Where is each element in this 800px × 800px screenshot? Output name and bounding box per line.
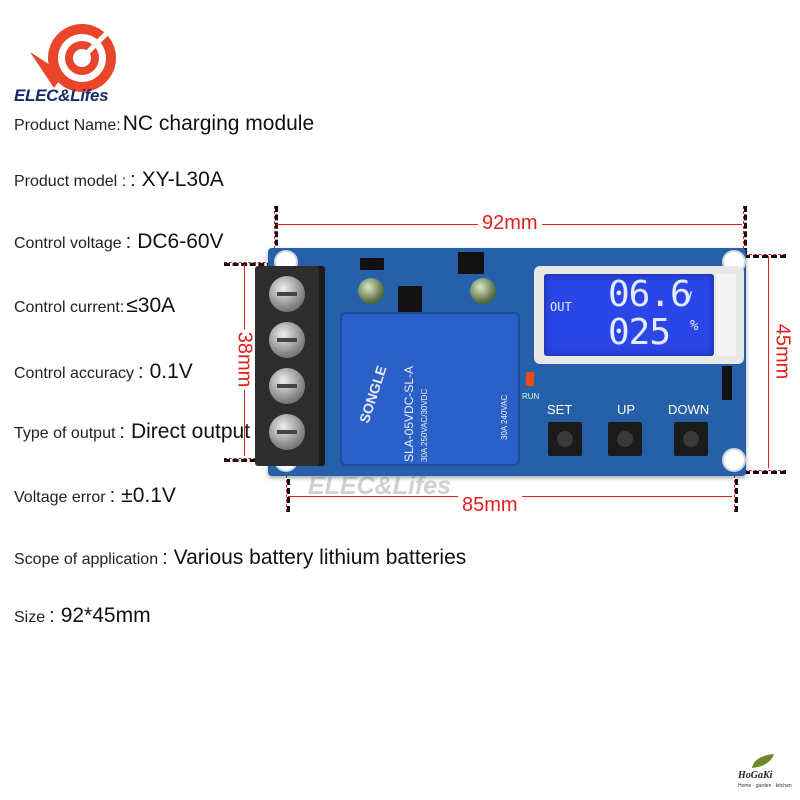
- lcd-voltage-unit: V: [684, 290, 693, 306]
- spec-voltage-error: Voltage error : ±0.1V: [14, 484, 176, 508]
- dim-guide-top-right: [744, 254, 786, 258]
- relay-model: SLA-05VDC-SL-A: [402, 365, 416, 462]
- spec-value: DC6-60V: [137, 230, 224, 253]
- spec-control-voltage: Control voltage : DC6-60V: [14, 230, 224, 254]
- dim-line-right: [768, 256, 769, 468]
- spec-separator: :: [125, 231, 132, 253]
- lcd-percent-unit: %: [690, 318, 699, 334]
- mount-hole: [722, 448, 746, 472]
- brand-logo: [30, 22, 118, 92]
- spec-label: Product Name:: [14, 117, 121, 134]
- spec-label: Control voltage: [14, 235, 122, 252]
- dim-guide-bottom-right-v: [734, 470, 738, 512]
- spec-value: 92*45mm: [60, 604, 151, 627]
- screw-terminal: [255, 266, 325, 466]
- relay-rating-alt: 30A 240VAC: [500, 394, 509, 440]
- set-label: SET: [547, 402, 573, 417]
- watermark: ELEC&Lifes: [308, 472, 452, 500]
- spec-value: Direct output: [130, 420, 251, 443]
- spec-separator: :: [109, 485, 116, 507]
- lcd-connector: [716, 274, 736, 356]
- spec-label: Scope of application: [14, 551, 159, 568]
- brand-name: ELEC&Lifes: [14, 86, 109, 105]
- lcd-percent: 025: [608, 312, 671, 353]
- spec-label: Control current:: [14, 299, 125, 316]
- capacitor: [470, 278, 496, 304]
- dim-height-left: 38mm: [232, 329, 256, 390]
- shop-tagline: Home · garden · kitchen: [738, 783, 792, 789]
- terminal-screw: [269, 322, 305, 358]
- regulator-chip: [398, 286, 422, 312]
- spec-separator: :: [162, 547, 168, 569]
- spec-label: Voltage error: [14, 489, 106, 506]
- spec-value: 0.1V: [149, 360, 193, 383]
- ic-chip: [458, 252, 484, 274]
- spec-separator: :: [119, 421, 125, 443]
- spec-control-accuracy: Control accuracy : 0.1V: [14, 360, 193, 384]
- down-button[interactable]: [674, 422, 708, 456]
- dim-height-right: 45mm: [770, 321, 794, 382]
- spec-separator: :: [130, 169, 136, 191]
- smd-component: [360, 258, 384, 270]
- spec-size: Size : 92*45mm: [14, 604, 151, 628]
- dim-width-top: 92mm: [478, 212, 542, 235]
- spec-output-type: Type of output : Direct output: [14, 420, 250, 444]
- relay-rating: 30A 250VAC/30VDC: [420, 388, 429, 462]
- spec-control-current: Control current: ≤30A: [14, 294, 175, 318]
- spec-product-model: Product model : : XY-L30A: [14, 168, 224, 192]
- lcd-display: OUT 06.6 V 025 %: [544, 274, 714, 356]
- lcd-voltage: 06.6: [608, 274, 692, 315]
- dim-guide-left: [274, 206, 278, 254]
- spec-value: XY-L30A: [141, 168, 224, 191]
- spec-label: Type of output: [14, 425, 116, 442]
- up-label: UP: [617, 402, 636, 417]
- dim-guide-bottom-right: [744, 470, 786, 474]
- set-button[interactable]: [548, 422, 582, 456]
- spec-value: ±0.1V: [121, 484, 176, 507]
- spec-scope: Scope of application : Various battery l…: [14, 546, 466, 570]
- spec-label: Control accuracy: [14, 365, 135, 382]
- spec-separator: :: [138, 361, 144, 383]
- pin-header: [722, 366, 732, 400]
- spec-separator: :: [49, 605, 55, 627]
- spec-value: Various battery lithium batteries: [173, 546, 467, 569]
- terminal-screw: [269, 414, 305, 450]
- spec-value: ≤30A: [126, 294, 176, 317]
- up-button[interactable]: [608, 422, 642, 456]
- terminal-screw: [269, 276, 305, 312]
- dim-width-bottom: 85mm: [458, 494, 522, 517]
- dim-guide-bottom-left-v: [286, 470, 290, 512]
- terminal-screw: [269, 368, 305, 404]
- shop-logo: HoGaKi: [738, 770, 773, 781]
- lcd-out-label: OUT: [550, 300, 572, 314]
- spec-label: Size: [14, 609, 46, 626]
- spec-value: NC charging module: [122, 112, 315, 135]
- run-led: [526, 372, 534, 386]
- spec-product-name: Product Name: NC charging module: [14, 112, 314, 136]
- run-label: RUN: [522, 392, 540, 401]
- spec-label: Product model :: [14, 173, 127, 190]
- down-label: DOWN: [668, 402, 710, 417]
- dim-guide-right: [743, 206, 747, 254]
- leaf-icon: [752, 754, 774, 768]
- capacitor: [358, 278, 384, 304]
- relay: [340, 312, 520, 466]
